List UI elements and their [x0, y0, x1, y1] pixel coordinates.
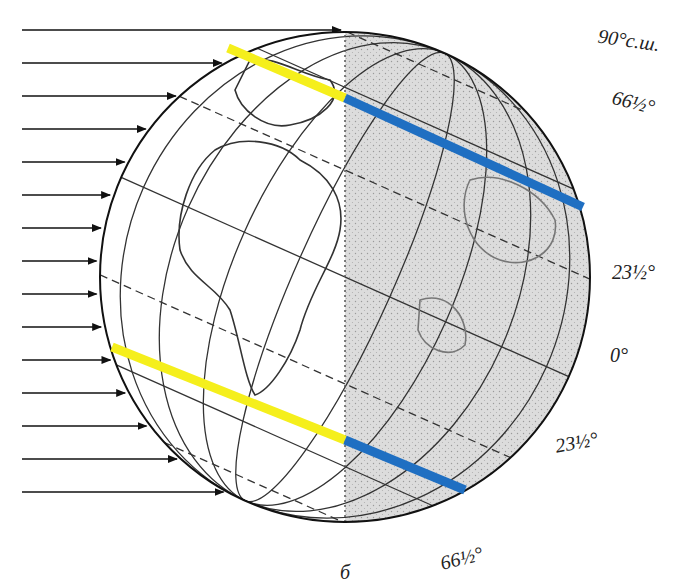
meridian — [89, 0, 602, 571]
sun-ray — [22, 425, 147, 427]
sun-ray — [22, 260, 97, 262]
day-night-bars — [112, 48, 583, 490]
sun-ray — [22, 326, 101, 328]
meridian — [44, 0, 646, 586]
graticule — [44, 0, 646, 586]
sun-ray — [22, 359, 110, 361]
sun-ray — [22, 491, 224, 493]
parallel — [100, 275, 511, 458]
figure-letter: б — [340, 562, 350, 582]
latitude-label: 66½° — [438, 543, 485, 573]
parallel — [257, 48, 574, 189]
latitude-label: 23½° — [554, 428, 600, 455]
globe-outline — [100, 32, 590, 522]
sun-ray — [22, 293, 97, 295]
latitude-label: 66½° — [610, 87, 657, 117]
sun-ray — [22, 161, 125, 163]
sun-ray — [22, 392, 125, 394]
parallel — [164, 443, 342, 522]
sun-ray — [22, 95, 176, 97]
latitude-label: 90°с.ш. — [597, 26, 661, 54]
sun-ray — [22, 227, 101, 229]
latitude-label: 0° — [610, 345, 628, 365]
latitude-label: 23½° — [612, 262, 655, 282]
parallel — [179, 96, 590, 279]
sun-ray — [22, 194, 110, 196]
sun-ray — [22, 128, 146, 130]
sun-ray — [22, 29, 341, 31]
sun-ray — [22, 458, 177, 460]
parallel — [116, 365, 433, 506]
sun-ray — [22, 62, 222, 64]
